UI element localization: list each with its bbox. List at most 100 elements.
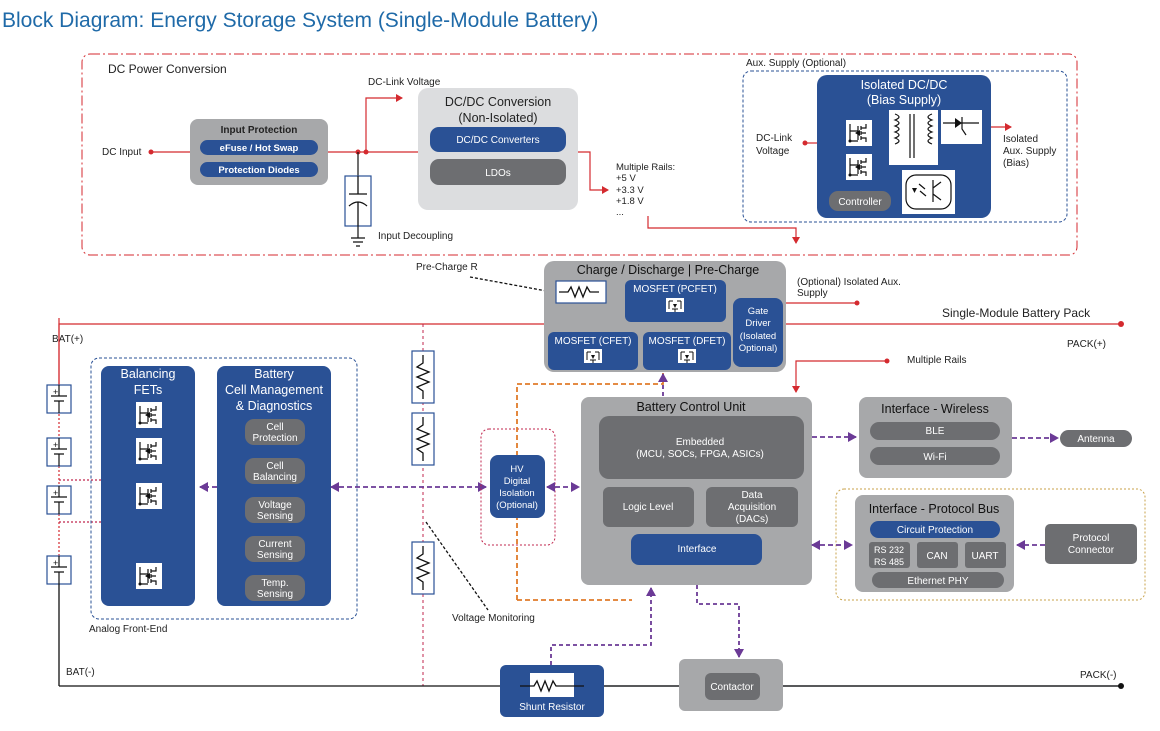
hv-digital-isolation-block: HV Digital Isolation (Optional) bbox=[490, 455, 545, 518]
svg-text:(DACs): (DACs) bbox=[736, 514, 769, 525]
efuse-label: eFuse / Hot Swap bbox=[220, 143, 299, 154]
resistor-icon bbox=[411, 350, 435, 404]
svg-text:Multiple Rails:: Multiple Rails: bbox=[616, 162, 675, 173]
gate-driver-label: Gate bbox=[748, 306, 769, 317]
svg-text:+: + bbox=[53, 558, 58, 568]
svg-text:...: ... bbox=[616, 207, 624, 218]
capacitor-icon bbox=[344, 175, 372, 227]
contactor-block: Contactor bbox=[679, 659, 783, 711]
interface-wireless-block: Interface - Wireless BLE Wi-Fi bbox=[859, 397, 1012, 478]
afe-function-label: Voltage bbox=[258, 500, 292, 511]
svg-text:FETs: FETs bbox=[134, 383, 162, 397]
afe-function-pill bbox=[245, 536, 305, 562]
balancing-fets-block: Balancing FETs bbox=[101, 366, 195, 606]
data-acquisition-label: Data bbox=[741, 490, 763, 501]
svg-text:+5 V: +5 V bbox=[616, 173, 636, 184]
diode-icon bbox=[941, 110, 982, 144]
circuit-protection-label: Circuit Protection bbox=[897, 525, 973, 536]
aux-input-label-2: Voltage bbox=[756, 146, 790, 157]
battery-control-unit-block: Battery Control Unit Embedded (MCU, SOCs… bbox=[581, 397, 812, 585]
optional-aux-label-2: Supply bbox=[797, 288, 828, 299]
pack-minus-label: PACK(-) bbox=[1080, 670, 1116, 681]
dcdc-conversion-block: DC/DC Conversion (Non-Isolated) DC/DC Co… bbox=[418, 88, 578, 210]
svg-text:+3.3 V: +3.3 V bbox=[616, 185, 644, 196]
svg-text:(Bias Supply): (Bias Supply) bbox=[867, 93, 941, 107]
bcu-interface-label: Interface bbox=[678, 544, 717, 555]
protection-diodes-label: Protection Diodes bbox=[218, 165, 299, 176]
dc-link-arrow bbox=[365, 94, 403, 152]
svg-text:Antenna: Antenna bbox=[1077, 434, 1115, 445]
svg-text:(Isolated: (Isolated bbox=[740, 331, 776, 342]
svg-text:Acquisition: Acquisition bbox=[728, 502, 776, 513]
transformer-icon bbox=[889, 110, 938, 165]
svg-text:Cell Management: Cell Management bbox=[225, 383, 323, 397]
afe-function-label: Cell bbox=[266, 422, 283, 433]
aux-supply-label: Aux. Supply (Optional) bbox=[746, 58, 846, 69]
battery-cell-icon bbox=[46, 437, 72, 467]
svg-text:Shunt Resistor: Shunt Resistor bbox=[519, 702, 585, 713]
cfet-label: MOSFET (CFET) bbox=[554, 336, 631, 347]
voltage-monitoring-label: Voltage Monitoring bbox=[452, 613, 535, 624]
ldos-label: LDOs bbox=[485, 168, 511, 179]
svg-text:+: + bbox=[53, 440, 58, 450]
optocoupler-icon bbox=[902, 170, 955, 214]
mosfet-icon bbox=[845, 119, 873, 147]
optional-aux-label-1: (Optional) Isolated Aux. bbox=[797, 277, 901, 288]
afe-function-label: Balancing bbox=[253, 472, 297, 483]
svg-text:Digital: Digital bbox=[504, 476, 530, 487]
ble-label: BLE bbox=[926, 426, 945, 437]
svg-text:(MCU, SOCs, FPGA, ASICs): (MCU, SOCs, FPGA, ASICs) bbox=[636, 449, 764, 460]
ground-icon bbox=[351, 226, 365, 247]
analog-front-end-label: Analog Front-End bbox=[89, 624, 167, 635]
afe-function-label: Sensing bbox=[257, 589, 293, 600]
rs232-label: RS 232 bbox=[874, 545, 904, 555]
aux-supply-boundary bbox=[742, 70, 1068, 223]
bat-minus-label: BAT(-) bbox=[66, 667, 95, 678]
mosfet-icon bbox=[135, 482, 163, 510]
afe-function-list: CellProtectionCellBalancingVoltageSensin… bbox=[245, 419, 305, 601]
svg-text:Charge / Discharge | Pre-Charg: Charge / Discharge | Pre-Charge bbox=[577, 263, 760, 277]
mosfet-icon bbox=[135, 562, 163, 590]
embedded-label: Embedded bbox=[676, 437, 724, 448]
afe-function-label: Protection bbox=[252, 433, 297, 444]
shunt-resistor-block: Shunt Resistor bbox=[500, 665, 604, 717]
logic-level-label: Logic Level bbox=[623, 502, 674, 513]
battery-cell-icon bbox=[46, 384, 72, 414]
svg-text:(Optional): (Optional) bbox=[496, 500, 538, 511]
svg-text:Optional): Optional) bbox=[739, 343, 778, 354]
svg-text:Contactor: Contactor bbox=[710, 682, 754, 693]
svg-text:+1.8 V: +1.8 V bbox=[616, 196, 644, 207]
pre-charge-r-label: Pre-Charge R bbox=[416, 262, 478, 273]
resistor-icon bbox=[520, 679, 584, 693]
pack-plus-label: PACK(+) bbox=[1067, 339, 1106, 350]
svg-text:Battery: Battery bbox=[254, 367, 294, 381]
rs485-label: RS 485 bbox=[874, 557, 904, 567]
battery-cell-icon bbox=[46, 485, 72, 515]
battery-cells: + + + + bbox=[46, 318, 72, 686]
wifi-label: Wi-Fi bbox=[923, 452, 946, 463]
svg-text:Protocol: Protocol bbox=[1073, 533, 1110, 544]
dc-power-conversion-label: DC Power Conversion bbox=[108, 62, 227, 76]
multiple-rails-label: Multiple Rails bbox=[907, 355, 966, 366]
svg-text:Interface - Wireless: Interface - Wireless bbox=[881, 402, 989, 416]
mosfet-icon bbox=[135, 437, 163, 465]
dc-input-label: DC Input bbox=[102, 147, 142, 158]
svg-text:(Non-Isolated): (Non-Isolated) bbox=[458, 111, 537, 125]
afe-function-pill bbox=[245, 419, 305, 445]
cell-management-block: Battery Cell Management & Diagnostics bbox=[217, 366, 331, 606]
afe-function-pill bbox=[245, 575, 305, 601]
battery-cell-icon bbox=[46, 555, 72, 585]
svg-text:DC/DC Conversion: DC/DC Conversion bbox=[445, 95, 551, 109]
dcdc-converters-label: DC/DC Converters bbox=[456, 135, 539, 146]
isolated-dcdc-block: Isolated DC/DC (Bias Supply) Controller bbox=[817, 75, 991, 218]
svg-text:+: + bbox=[53, 387, 58, 397]
afe-function-pill bbox=[245, 458, 305, 484]
can-label: CAN bbox=[926, 551, 947, 562]
page-title: Block Diagram: Energy Storage System (Si… bbox=[2, 9, 598, 32]
controller-label: Controller bbox=[838, 197, 882, 208]
resistor-icon bbox=[411, 541, 435, 595]
svg-text:Connector: Connector bbox=[1068, 545, 1115, 556]
pre-charge-resistor-icon bbox=[555, 280, 607, 304]
afe-function-label: Current bbox=[258, 539, 292, 550]
